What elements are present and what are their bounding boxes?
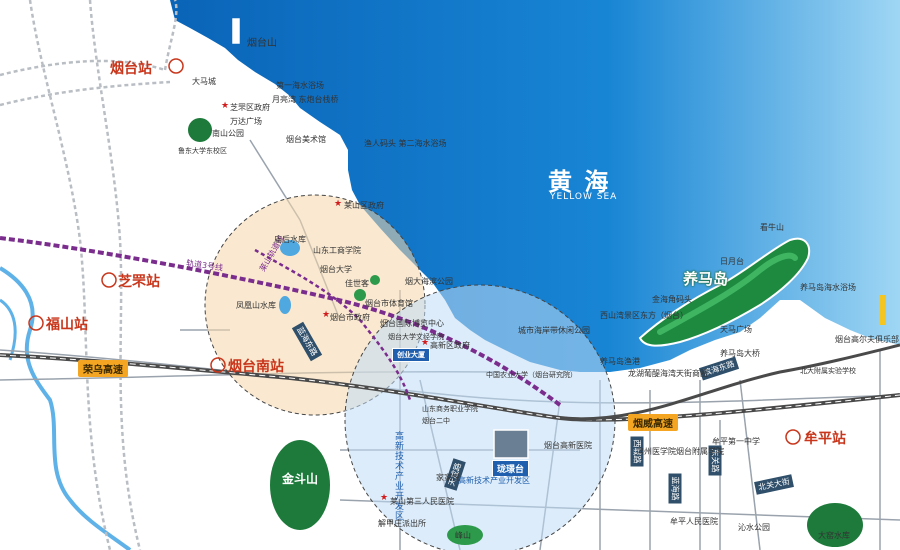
- nanshan-park: [188, 118, 212, 142]
- jindoushan-area: [270, 440, 330, 530]
- poi-dama: 大马城: [192, 77, 216, 86]
- district-hightech-vertical: 高新技术产业开发区: [395, 432, 405, 522]
- poi-nanshan: 南山公园: [212, 129, 244, 138]
- poi-yantai-hightech-hosp: 烟台高新医院: [544, 441, 592, 450]
- star-icon: ★: [421, 338, 430, 348]
- station-yantai: 烟台站: [110, 61, 152, 77]
- poi-expo: 烟台国际博览中心: [380, 319, 444, 328]
- poi-muping-no1: 牟平第一中学: [712, 437, 760, 446]
- highway-rongwu: 荣乌高速: [78, 360, 128, 377]
- poi-lu-east: 鲁东大学东校区: [178, 147, 227, 155]
- poi-city-gov: 烟台市政府: [330, 313, 370, 322]
- poi-yueliang: 月亮湾 东炮台栈桥: [272, 95, 339, 104]
- poi-fenghuang: 凤凰山水库: [236, 301, 276, 310]
- lighthouse-icon: [231, 17, 241, 45]
- rail-line-3: [0, 236, 562, 407]
- poi-rima: 日月台: [720, 257, 744, 266]
- poi-tanghou: 庙后水库: [274, 235, 306, 244]
- poi-beach1: 第一海水浴场: [276, 81, 324, 90]
- station-muping: 牟平站: [804, 431, 846, 447]
- poi-zhifu-gov: 芝罘区政府: [230, 103, 270, 112]
- poi-jiajiayue: 家家悦: [436, 473, 460, 482]
- poi-shandong-voc: 山东商务职业学院: [422, 405, 478, 413]
- station-yantai-south: 烟台南站: [228, 359, 284, 375]
- poi-wanda: 万达广场: [230, 117, 262, 126]
- fenghuang-lake: [279, 296, 291, 314]
- sea-area: [170, 0, 900, 372]
- poi-sports: 烟台市体育馆: [365, 299, 413, 308]
- chuangye-label: 创业大厦: [392, 348, 430, 362]
- poi-yantai-univ: 烟台大学: [320, 265, 352, 274]
- poi-muping-hosp: 牟平人民医院: [670, 517, 718, 526]
- star-icon: ★: [380, 493, 389, 503]
- poi-yantai-no2: 烟台二中: [422, 417, 450, 425]
- star-icon: ★: [221, 101, 230, 111]
- station-zhifu: 芝罘站: [118, 274, 160, 290]
- poi-kanniu: 看牛山: [760, 223, 784, 232]
- star-icon: ★: [322, 310, 331, 320]
- poi-china-agri: 中国农业大学（烟台研究院）: [486, 371, 577, 379]
- station-fushan: 福山站: [46, 317, 88, 333]
- poi-ocean-park: 城市海岸带休闲公园: [518, 326, 590, 335]
- poi-yantai-univ-lit: 烟台大学文经学院: [388, 333, 444, 341]
- poi-longhu: 龙湖葡醍海湾天街商圈: [628, 369, 708, 378]
- poi-art: 烟台美术馆: [286, 135, 326, 144]
- poi-laishan-gov: 莱山区政府: [344, 201, 384, 210]
- dayao-area: [807, 503, 863, 547]
- highway-yanwei: 烟威高速: [628, 414, 678, 431]
- poi-hightech-gov: 高新区政府: [430, 341, 470, 350]
- yanwei-highway: [559, 343, 900, 421]
- district-hightech: 高新技术产业开发区: [458, 476, 530, 485]
- green-jindoushan: 金斗山: [282, 472, 319, 486]
- poi-dayao: 大窑水库: [818, 531, 850, 540]
- rail-laishan: [254, 248, 412, 401]
- poi-south-ship: 烟台高尔夫俱乐部: [835, 335, 899, 344]
- poi-fengshan: 峰山: [455, 531, 471, 540]
- star-icon: ★: [334, 199, 343, 209]
- project-label: 珑璟台: [492, 460, 530, 477]
- poi-xiezhuang: 解甲庄派出所: [378, 519, 426, 528]
- poi-jinhai: 金海角码头: [652, 295, 692, 304]
- poi-qinshui: 沁水公园: [738, 523, 770, 532]
- golf-icon: [880, 295, 886, 325]
- poi-yantaishan: 烟台山: [247, 38, 277, 49]
- fengshan-area: [447, 525, 483, 545]
- tanghou-lake: [280, 240, 300, 256]
- sea-name-en: YELLOW SEA: [550, 192, 618, 202]
- poi-yangma-bridge: 养马岛大桥: [720, 349, 760, 358]
- poi-yuren: 渔人码头 第二海水浴场: [364, 139, 447, 148]
- island-yangma: 养马岛: [683, 270, 729, 288]
- poi-laishan-hosp: 莱山第三人民医院: [390, 497, 454, 506]
- poi-binhai-park: 烟大海滨公园: [405, 277, 453, 286]
- poi-tianma: 天马广场: [720, 325, 752, 334]
- poi-north-school: 北大附属实验学校: [800, 367, 856, 375]
- poi-binzhou: 滨州医学院烟台附属学院: [636, 447, 724, 456]
- poi-xishan: 西山湾景区东方（烟台）: [600, 311, 688, 320]
- poi-shandong-biz: 山东工商学院: [313, 246, 361, 255]
- poi-jiashige: 佳世客: [345, 279, 369, 288]
- project-image: [493, 429, 529, 459]
- sea-name: 黄 海: [548, 168, 611, 196]
- poi-beach-yangma: 养马岛海水浴场: [800, 283, 856, 292]
- poi-yangma-fish: 养马岛渔港: [600, 357, 640, 366]
- road-lanhai: 蓝海路: [668, 473, 682, 504]
